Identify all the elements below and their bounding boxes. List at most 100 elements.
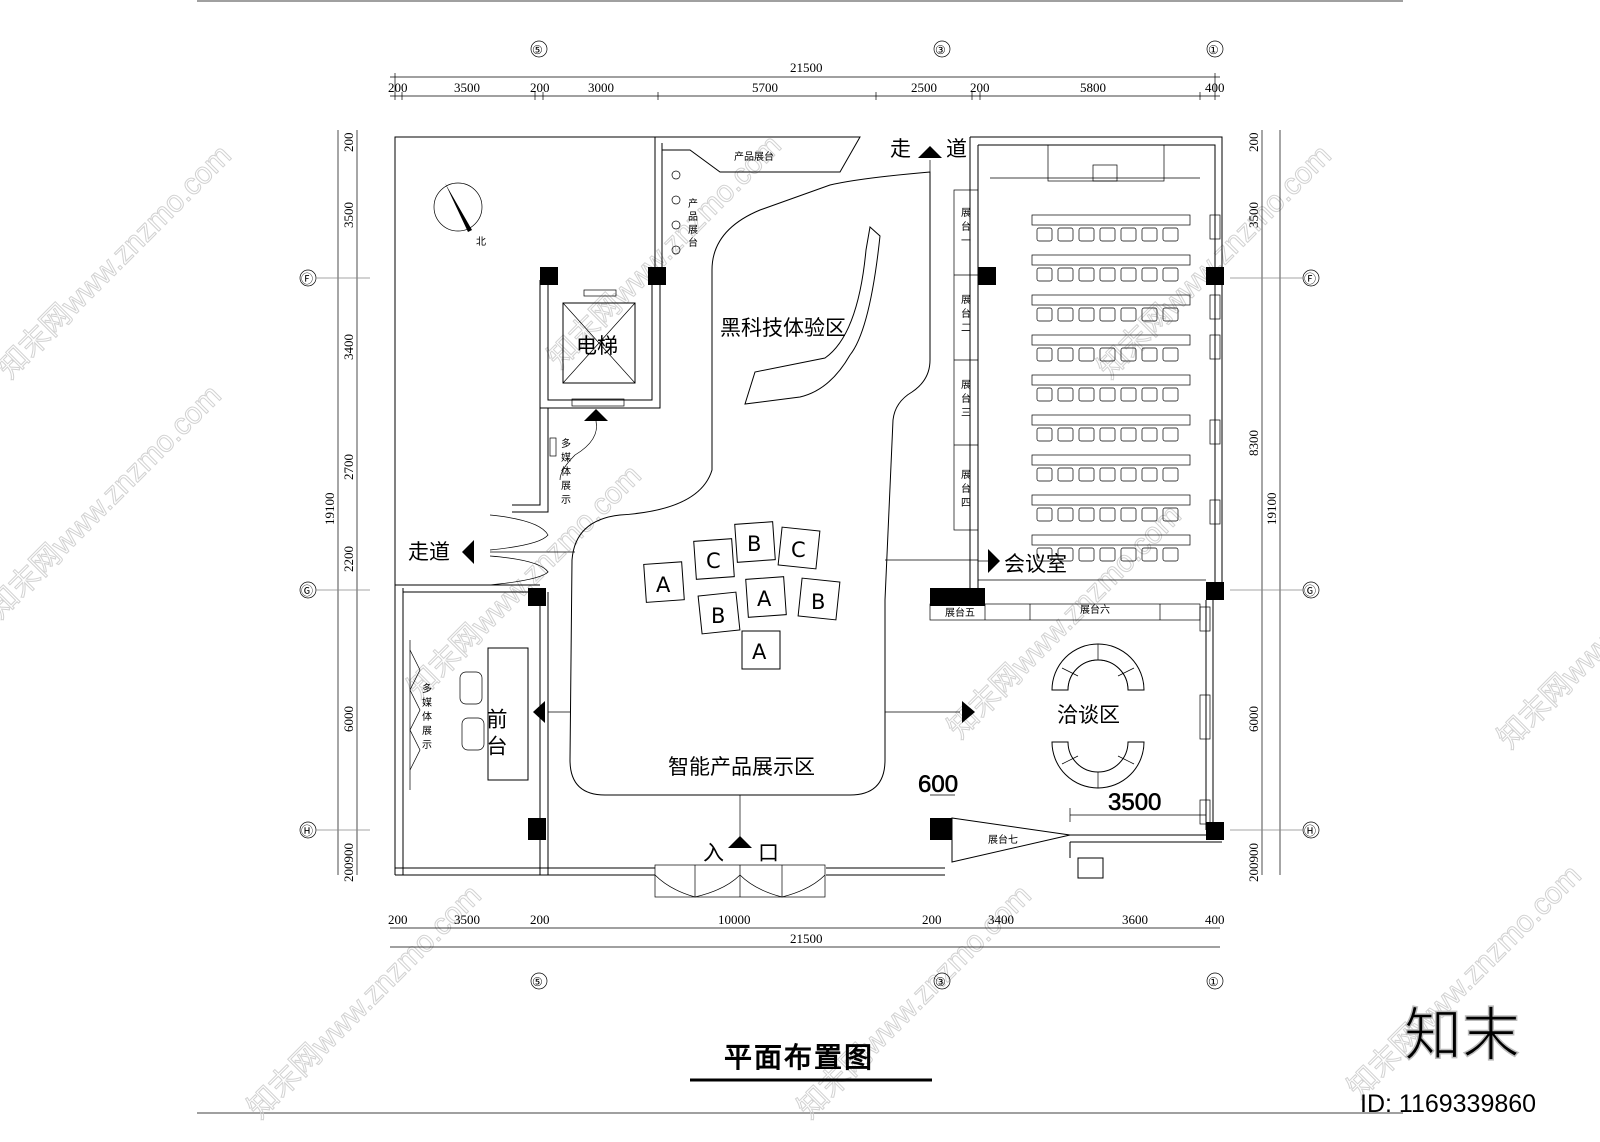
dim-600: 600 <box>918 771 958 798</box>
meeting-desk <box>1031 494 1191 506</box>
meeting-chair <box>1057 427 1074 442</box>
meeting-desk <box>1031 334 1191 346</box>
north-arrow-icon: 北 <box>433 182 486 248</box>
stand-6-label: 展台六 <box>1080 603 1110 616</box>
elevator-block: 电梯 <box>539 280 661 409</box>
multimedia-reception-char: 媒 <box>422 697 432 709</box>
meeting-chair <box>1141 547 1158 562</box>
bottom-dimensions: 200 3500 200 10000 200 3400 3600 400 215… <box>388 912 1225 990</box>
left-dim-segment: 3400 <box>341 334 356 360</box>
column <box>528 818 546 840</box>
axis-label-col: ① <box>1208 975 1219 989</box>
left-dim-segment: 200900 <box>341 843 356 882</box>
left-dim-segment: 6000 <box>341 706 356 732</box>
display-box-label: A <box>757 587 772 611</box>
left-dim-segment: 2700 <box>341 454 356 480</box>
watermark: 知末网www.znzmo.com <box>402 459 648 705</box>
multimedia-char: 多 <box>561 437 571 450</box>
meeting-stand-labels: 展 台 一 展 台 二 展 台 三 展 台 四 <box>961 207 971 509</box>
meeting-chair <box>1057 467 1074 482</box>
corridor-top-char: 走 <box>890 137 911 161</box>
stand-1-char: 展 <box>961 207 971 219</box>
meeting-chair <box>1162 387 1179 402</box>
display-boxes: A C B C A B B A <box>643 521 841 670</box>
column <box>528 588 546 606</box>
left-total-dim: 19100 <box>322 493 337 526</box>
stand-3-char: 展 <box>961 379 971 391</box>
meeting-desk <box>1031 294 1191 306</box>
top-dim-segment: 3500 <box>454 80 480 95</box>
top-dim-segment: 200 <box>388 80 408 95</box>
dim-3500: 3500 <box>1108 789 1161 816</box>
top-dim-segment: 5700 <box>752 80 778 95</box>
meeting-chair <box>1162 507 1179 522</box>
zone-label-smart-products: 智能产品展示区 <box>668 755 815 779</box>
meeting-chair <box>1120 307 1137 322</box>
watermark: 知末网www.znzmo.com <box>0 379 228 625</box>
stand-5-label: 展台五 <box>945 606 975 619</box>
meeting-chair <box>1162 427 1179 442</box>
entrance-label-2: 口 <box>758 841 779 865</box>
meeting-chair <box>1120 547 1137 562</box>
meeting-chair <box>1036 427 1053 442</box>
meeting-chair <box>1036 467 1053 482</box>
meeting-chair <box>1120 347 1137 362</box>
right-total-dim: 19100 <box>1264 493 1279 526</box>
elevator-label: 电梯 <box>576 334 618 358</box>
product-stand-top: 产品展台 产 品 展 台 <box>654 136 861 270</box>
axis-label-row: Ⓖ <box>301 584 313 598</box>
right-dim-segment: 3500 <box>1246 202 1261 228</box>
meeting-chair <box>1120 507 1137 522</box>
stand-4-char: 四 <box>961 498 971 509</box>
meeting-chair <box>1057 387 1074 402</box>
meeting-chair <box>1057 307 1074 322</box>
watermark: 知末网www.znzmo.com <box>242 879 488 1125</box>
meeting-chair <box>1120 387 1137 402</box>
right-dim-segment: 6000 <box>1246 706 1261 732</box>
meeting-chair <box>1036 347 1053 362</box>
meeting-chair <box>1099 387 1116 402</box>
bottom-dim-segment: 3400 <box>988 912 1014 927</box>
entrance-doors <box>654 864 826 898</box>
top-dim-segment: 400 <box>1205 80 1225 95</box>
axis-label-col: ⑤ <box>532 975 543 989</box>
bottom-dim-segment: 400 <box>1205 912 1225 927</box>
zone-label-reception-1: 前台 <box>484 708 508 762</box>
meeting-desk <box>1031 414 1191 426</box>
negotiation-sofas <box>1051 643 1145 789</box>
meeting-desk <box>1031 214 1191 226</box>
stand-7-label: 展台七 <box>988 833 1018 846</box>
product-stand-vertical-char: 产 <box>688 197 698 210</box>
meeting-chair <box>1162 227 1179 242</box>
meeting-desk <box>1031 534 1191 546</box>
watermark: 知末网www.znzmo.com <box>1492 509 1600 755</box>
bottom-dim-segment: 3500 <box>454 912 480 927</box>
meeting-chair <box>1141 267 1158 282</box>
stand-1-char: 台 <box>961 220 971 233</box>
meeting-chair <box>1099 427 1116 442</box>
display-box-label: A <box>656 573 671 597</box>
meeting-chair <box>1141 467 1158 482</box>
meeting-chair <box>1141 307 1158 322</box>
meeting-chair <box>1099 547 1116 562</box>
zone-label-black-tech: 黑科技体验区 <box>720 316 846 340</box>
meeting-chair <box>1162 347 1179 362</box>
axis-label-row: Ⓕ <box>301 272 313 286</box>
bottom-total-dim: 21500 <box>790 931 823 946</box>
display-box-label: C <box>706 549 721 573</box>
north-label: 北 <box>476 236 486 248</box>
meeting-chair <box>1162 307 1179 322</box>
structural-columns <box>528 267 1224 840</box>
meeting-chair <box>1099 267 1116 282</box>
display-box-label: B <box>711 604 725 628</box>
top-dimensions: 21500 200 3500 200 3000 5700 2500 200 58… <box>388 40 1225 100</box>
inner-dimensions: 600 3500 <box>918 771 1206 822</box>
column <box>648 267 666 285</box>
bottom-dim-segment: 200 <box>388 912 408 927</box>
multimedia-upper: 多 媒 体 展 示 <box>512 408 571 513</box>
product-stand-vertical-char: 品 <box>688 211 698 223</box>
left-door <box>489 514 575 586</box>
meeting-chair <box>1078 387 1095 402</box>
meeting-chair <box>1078 427 1095 442</box>
column <box>978 267 996 285</box>
